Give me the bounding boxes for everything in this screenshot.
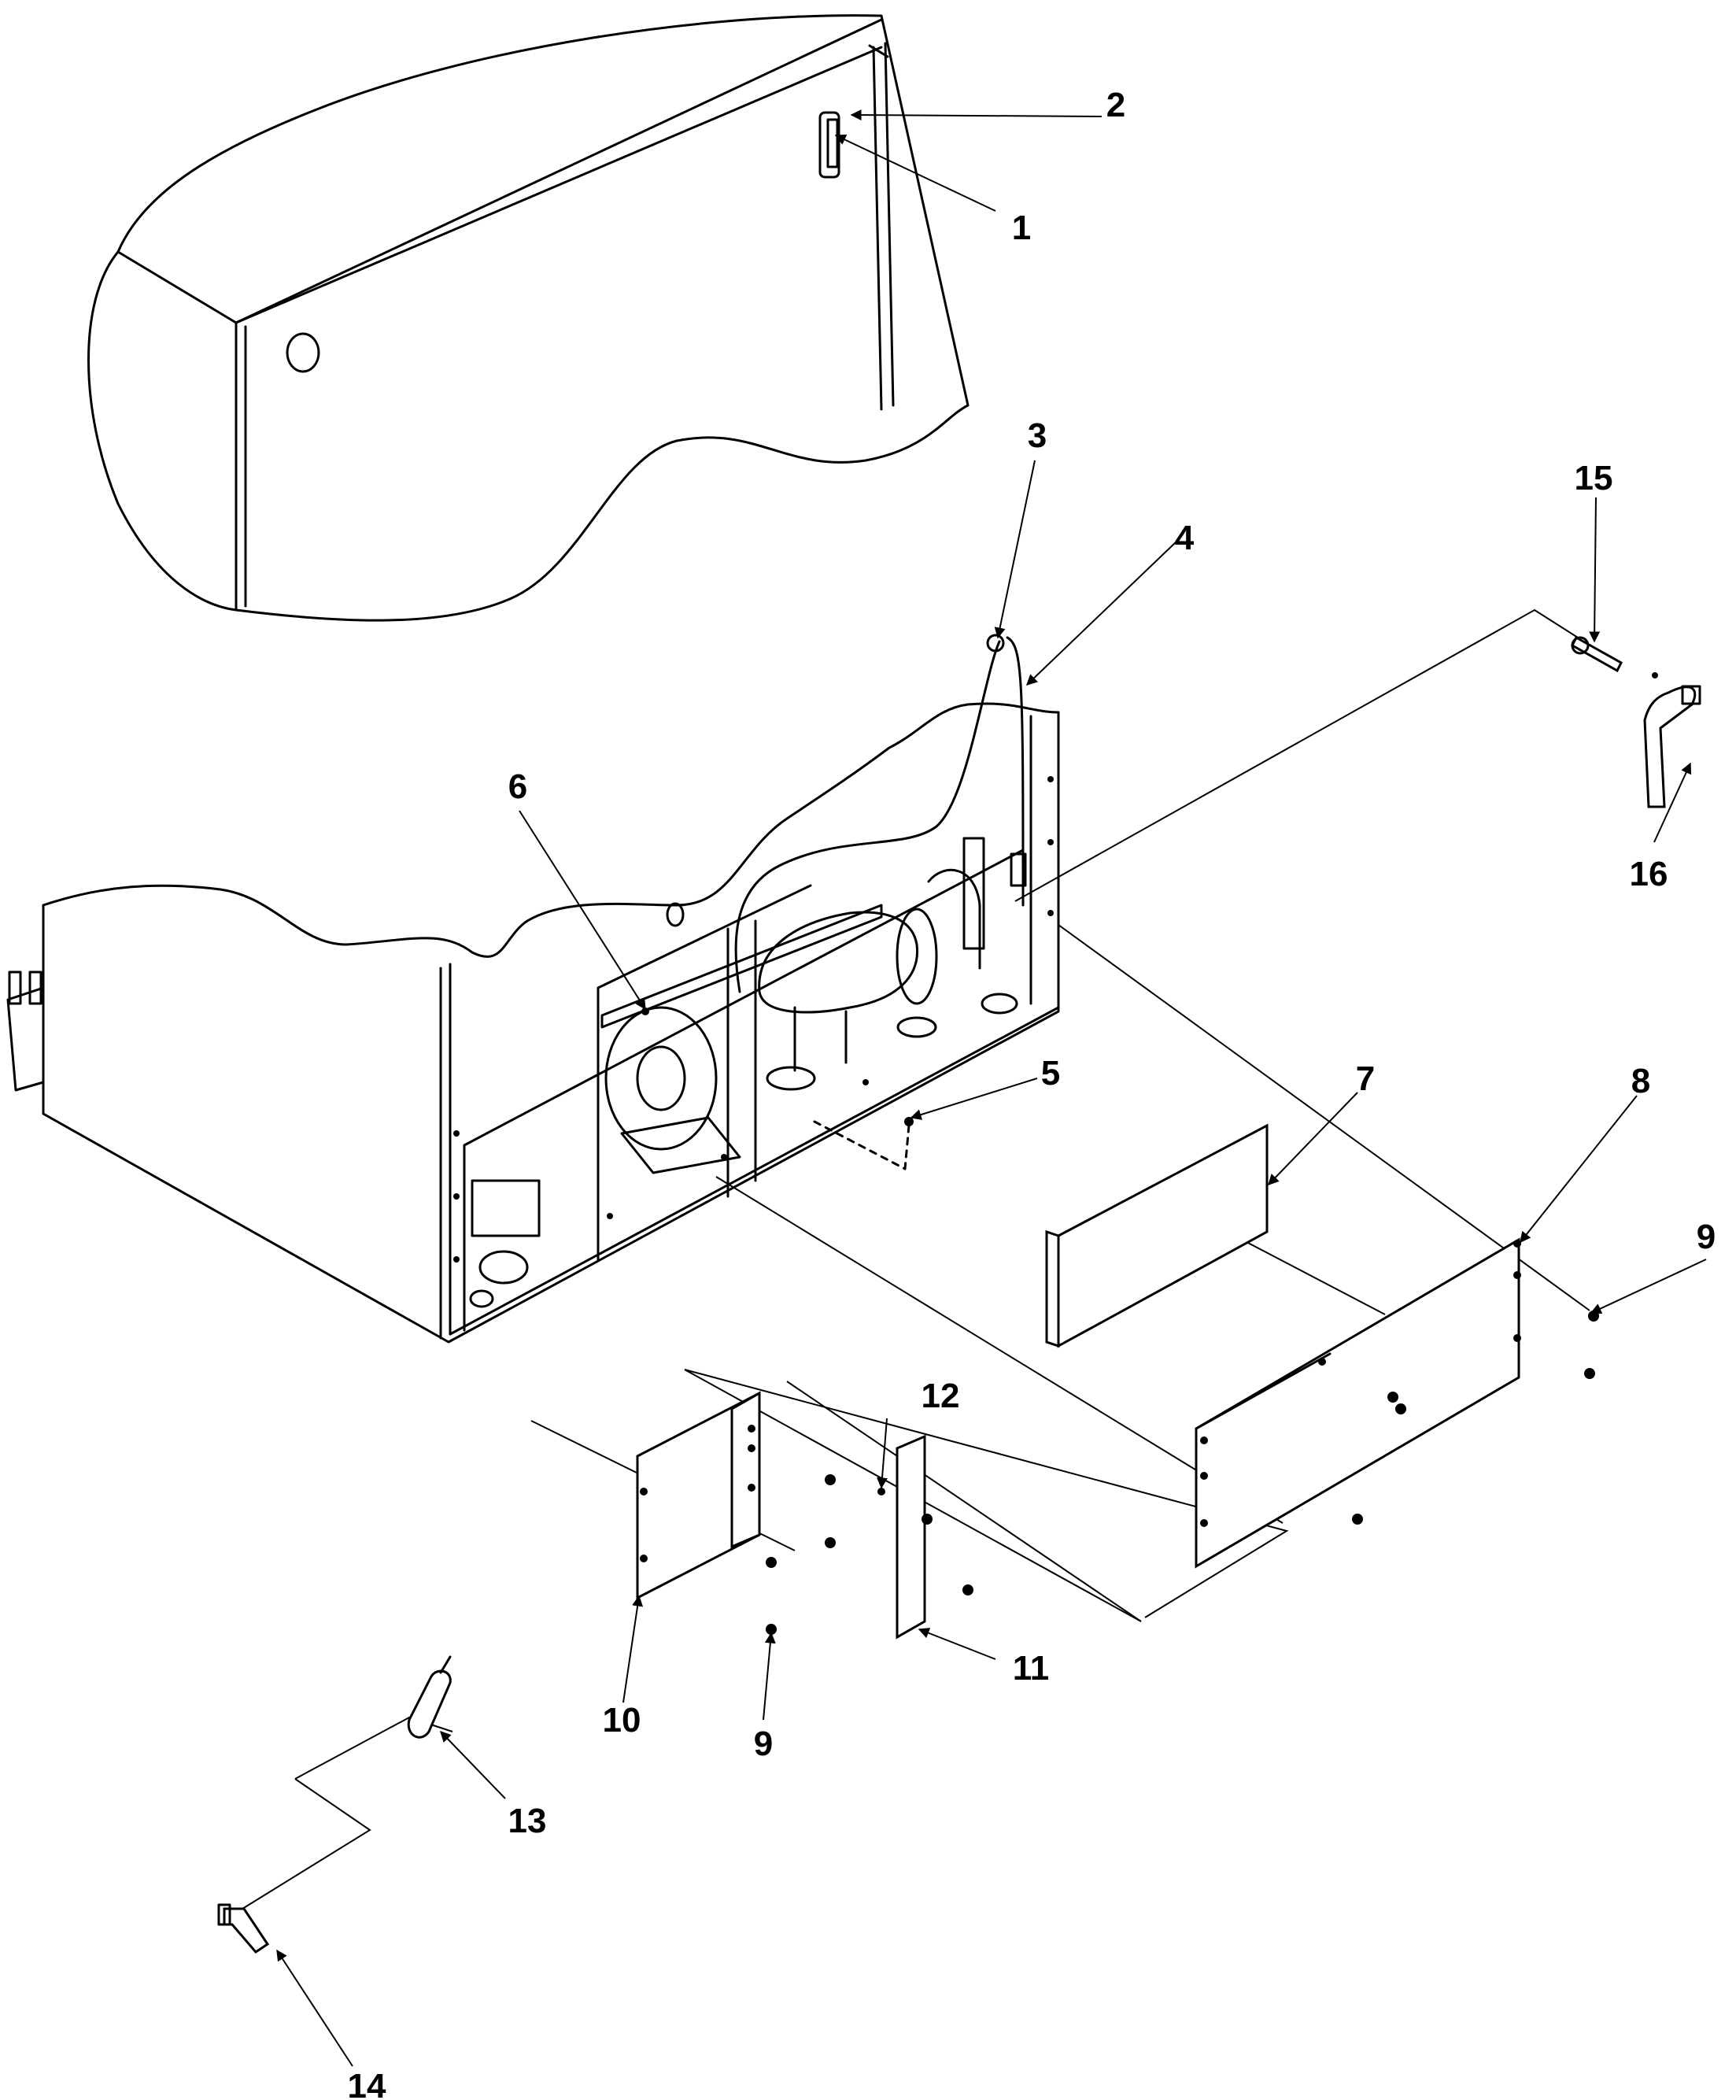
callout-3: 3: [1028, 416, 1047, 455]
leader-arrows: [276, 109, 1707, 2067]
callout-1: 1: [1012, 209, 1031, 247]
panel-part-8: [1195, 1237, 1521, 1569]
explode-lines: [235, 608, 1590, 1913]
hose-part-16: [1643, 685, 1701, 808]
callout-9: 9: [754, 1725, 773, 1763]
callout-10: 10: [603, 1701, 641, 1740]
callout-labels: 1 2 3 4 5 6 7 8 9 9 10 11 12 13 14 15 16: [348, 86, 1716, 2100]
callout-8: 8: [1631, 1062, 1650, 1100]
upper-cabinet: [87, 14, 970, 622]
drier-part-13: [407, 1655, 452, 1739]
panel-part-10: [636, 1391, 761, 1600]
callout-2: 2: [1106, 86, 1125, 124]
lower-cabinet: [6, 636, 1060, 1344]
screws: [766, 1311, 1599, 1635]
screw-part-5: [813, 1117, 914, 1170]
callout-11: 11: [1013, 1649, 1050, 1688]
fitting-part-15: [1571, 635, 1658, 678]
callout-7: 7: [1356, 1059, 1375, 1098]
fitting-part-14: [217, 1903, 270, 1954]
callout-5: 5: [1041, 1054, 1060, 1093]
callout-14: 14: [348, 2067, 386, 2100]
callout-4: 4: [1175, 519, 1195, 557]
callout-9: 9: [1697, 1218, 1716, 1256]
callout-16: 16: [1630, 855, 1668, 893]
tube-assembly: [986, 634, 1005, 653]
callout-6: 6: [508, 767, 527, 806]
callout-13: 13: [508, 1802, 547, 1840]
callout-12: 12: [922, 1377, 960, 1415]
bracket-part-11: [896, 1434, 926, 1640]
panel-part-7: [1045, 1123, 1269, 1348]
callout-15: 15: [1575, 459, 1613, 497]
